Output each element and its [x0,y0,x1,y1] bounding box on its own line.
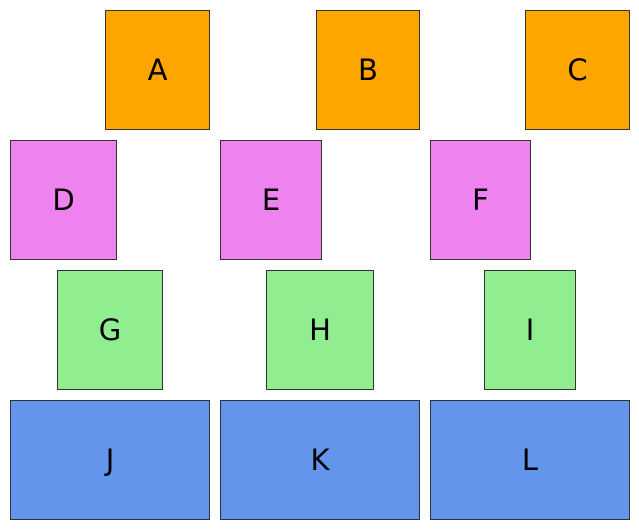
box-a-label: A [147,52,168,87]
box-i-label: I [525,312,535,347]
box-e: E [220,140,322,260]
box-d: D [10,140,117,260]
box-c-label: C [567,52,588,87]
box-f: F [430,140,531,260]
box-h: H [266,270,374,390]
box-j-label: J [105,442,115,477]
box-k: K [220,400,420,520]
box-f-label: F [472,182,489,217]
box-b-label: B [358,52,378,87]
box-k-label: K [310,442,330,477]
box-a: A [105,10,210,130]
box-l-label: L [521,442,539,477]
box-j: J [10,400,210,520]
box-g: G [57,270,163,390]
box-i: I [484,270,576,390]
box-l: L [430,400,630,520]
box-e-label: E [261,182,281,217]
box-g-label: G [98,312,122,347]
box-d-label: D [52,182,75,217]
box-c: C [525,10,630,130]
box-b: B [316,10,420,130]
box-h-label: H [309,312,331,347]
